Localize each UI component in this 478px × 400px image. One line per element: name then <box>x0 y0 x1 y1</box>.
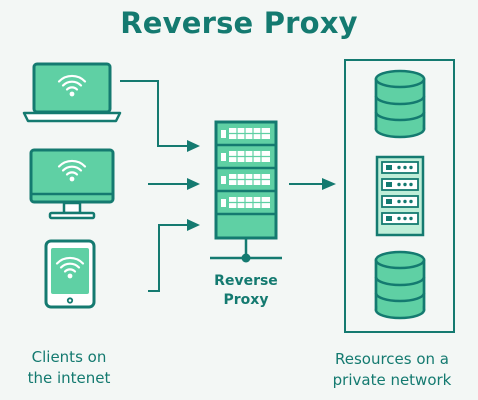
reverse-proxy-server-icon <box>210 120 282 263</box>
resources-caption-line1: Resources on a <box>334 350 450 368</box>
database-icon <box>374 250 426 320</box>
client-connection-arrows <box>120 80 187 292</box>
database-icon <box>374 69 426 139</box>
server-rack-icon <box>375 155 425 237</box>
desktop-monitor-icon <box>29 148 115 220</box>
arrowhead <box>187 178 200 190</box>
private-network-box <box>344 59 455 333</box>
tablet-icon <box>44 239 96 309</box>
clients-caption: Clients on the intenet <box>14 347 124 389</box>
diagram-title: Reverse Proxy <box>120 6 358 40</box>
resources-caption-line2: private network <box>332 371 452 389</box>
laptop-icon <box>22 62 122 123</box>
reverse-proxy-label-line2: Proxy <box>223 292 269 308</box>
reverse-proxy-label: Reverse Proxy <box>195 272 297 310</box>
reverse-proxy-label-line1: Reverse <box>214 273 278 289</box>
arrowhead <box>187 140 200 152</box>
clients-caption-line2: the intenet <box>27 369 111 387</box>
arrowhead <box>187 219 200 231</box>
resources-caption: Resources on a private network <box>322 349 462 391</box>
clients-caption-line1: Clients on <box>31 348 107 366</box>
proxy-to-resources-arrow <box>289 178 336 190</box>
